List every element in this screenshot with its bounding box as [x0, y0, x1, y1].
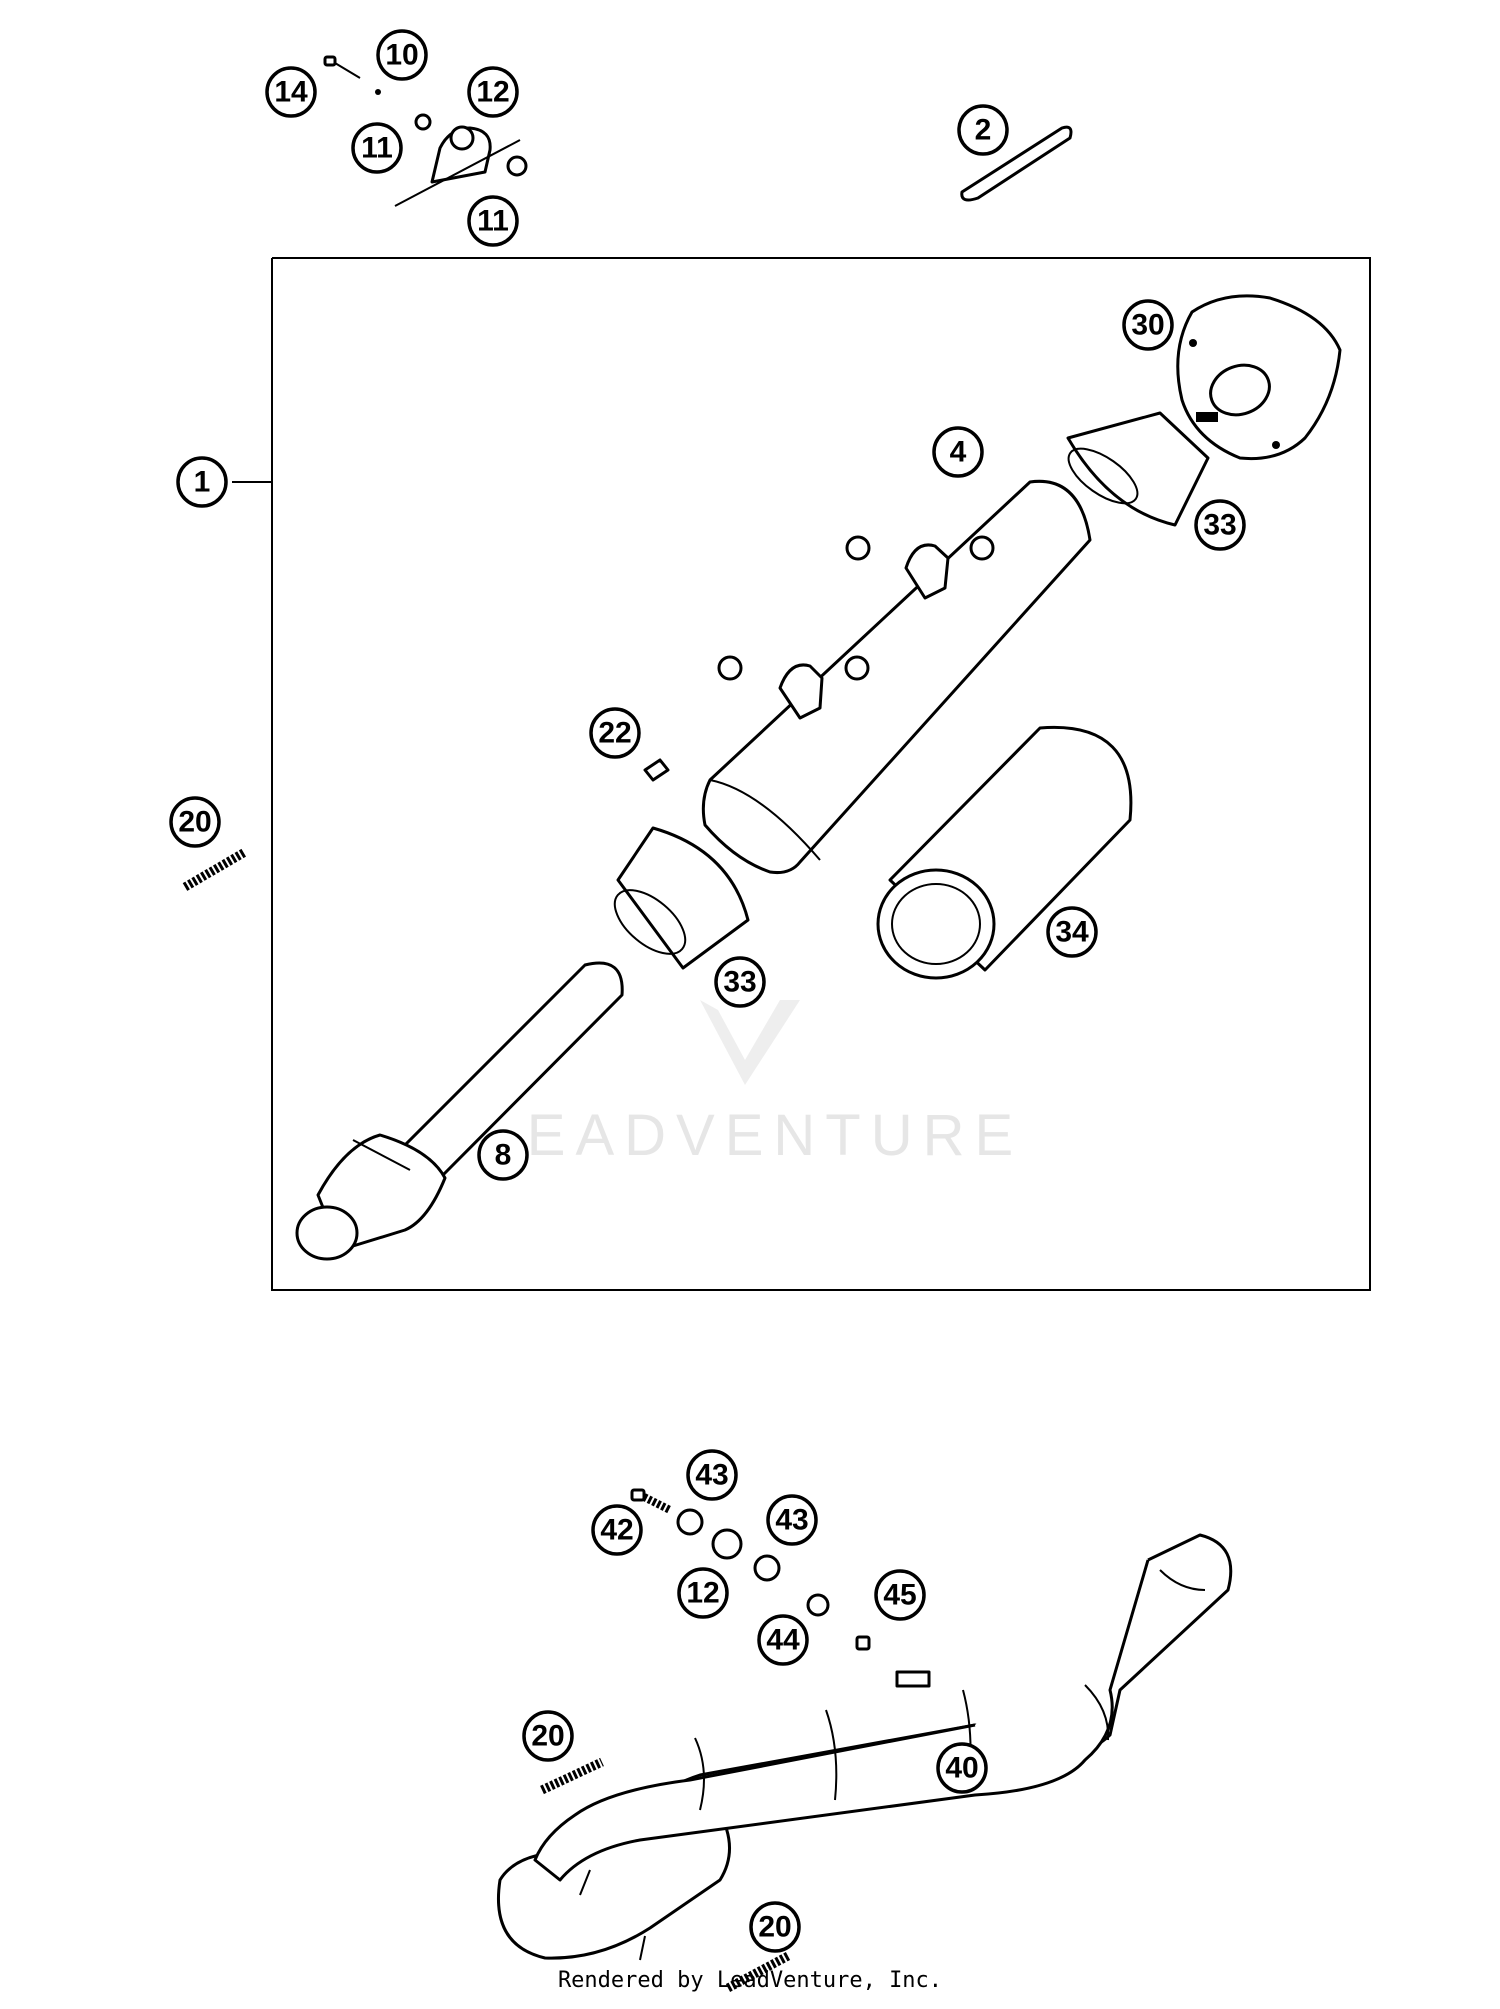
- part-4-silencer-body[interactable]: [701, 479, 1092, 874]
- watermark-text: EADVENTURE: [527, 1103, 1023, 1168]
- svg-text:1: 1: [194, 466, 211, 499]
- callout-14[interactable]: 14: [265, 66, 317, 118]
- part-40-header-pipe[interactable]: [497, 1533, 1233, 1961]
- svg-text:33: 33: [723, 966, 756, 999]
- svg-text:20: 20: [531, 1720, 564, 1753]
- svg-text:2: 2: [975, 114, 992, 147]
- part-33-cone-upper[interactable]: [1066, 411, 1210, 527]
- bracket-hardware-top[interactable]: [323, 55, 528, 207]
- callout-2[interactable]: 2: [957, 104, 1009, 156]
- part-2-strip[interactable]: [960, 125, 1073, 202]
- svg-text:22: 22: [598, 717, 631, 750]
- assembly-frame: [232, 257, 1371, 1291]
- svg-text:12: 12: [686, 1577, 719, 1610]
- callout-20-left[interactable]: 20: [169, 796, 221, 848]
- spring-20-lower-a[interactable]: [540, 1757, 604, 1795]
- svg-text:14: 14: [274, 76, 308, 109]
- callout-40[interactable]: 40: [936, 1742, 988, 1794]
- callout-22[interactable]: 22: [589, 707, 641, 759]
- callout-42[interactable]: 42: [591, 1504, 643, 1556]
- svg-text:40: 40: [945, 1752, 978, 1785]
- svg-text:34: 34: [1055, 916, 1089, 949]
- callout-1[interactable]: 1: [176, 456, 228, 508]
- svg-text:8: 8: [495, 1139, 512, 1172]
- svg-text:11: 11: [477, 205, 509, 238]
- svg-text:4: 4: [950, 436, 967, 469]
- callout-10[interactable]: 10: [376, 29, 428, 81]
- part-33-cone-lower[interactable]: [604, 826, 750, 970]
- callout-43-right[interactable]: 43: [766, 1494, 818, 1546]
- callout-34[interactable]: 34: [1046, 906, 1098, 958]
- callout-45[interactable]: 45: [874, 1569, 926, 1621]
- callout-11-right[interactable]: 11: [467, 195, 519, 247]
- callout-20-lower-a[interactable]: 20: [522, 1710, 574, 1762]
- svg-text:11: 11: [361, 132, 393, 165]
- callout-8[interactable]: 8: [477, 1129, 529, 1181]
- spring-20-left[interactable]: [182, 848, 248, 891]
- callout-11-left[interactable]: 11: [351, 122, 403, 174]
- svg-text:20: 20: [758, 1911, 791, 1944]
- callout-4[interactable]: 4: [932, 426, 984, 478]
- render-credit: Rendered by LeadVenture, Inc.: [557, 1968, 943, 1993]
- part-22-screw[interactable]: [643, 758, 670, 782]
- bracket-hardware-lower[interactable]: [630, 1488, 871, 1651]
- svg-text:30: 30: [1131, 309, 1164, 342]
- callout-20-lower-b[interactable]: 20: [749, 1901, 801, 1953]
- callout-33-upper[interactable]: 33: [1194, 499, 1246, 551]
- callout-12-top[interactable]: 12: [467, 66, 519, 118]
- part-8-link-pipe[interactable]: [295, 961, 624, 1261]
- svg-text:43: 43: [695, 1459, 728, 1492]
- callout-12-lower[interactable]: 12: [677, 1567, 729, 1619]
- watermark: EADVENTURE: [527, 1000, 1023, 1168]
- svg-text:44: 44: [766, 1624, 800, 1657]
- svg-text:12: 12: [476, 76, 509, 109]
- svg-text:33: 33: [1203, 509, 1236, 542]
- callout-43-top[interactable]: 43: [686, 1449, 738, 1501]
- svg-text:20: 20: [178, 806, 211, 839]
- callout-30[interactable]: 30: [1122, 299, 1174, 351]
- callout-33-lower[interactable]: 33: [714, 956, 766, 1008]
- svg-text:45: 45: [883, 1579, 916, 1612]
- callout-44[interactable]: 44: [757, 1614, 809, 1666]
- spring-20-lower-b[interactable]: [725, 1952, 791, 1992]
- part-34-silencer-wrap[interactable]: [876, 725, 1133, 980]
- svg-text:10: 10: [385, 39, 418, 72]
- part-30-end-cap[interactable]: [1176, 294, 1342, 461]
- svg-text:42: 42: [600, 1514, 633, 1547]
- svg-text:43: 43: [775, 1504, 808, 1537]
